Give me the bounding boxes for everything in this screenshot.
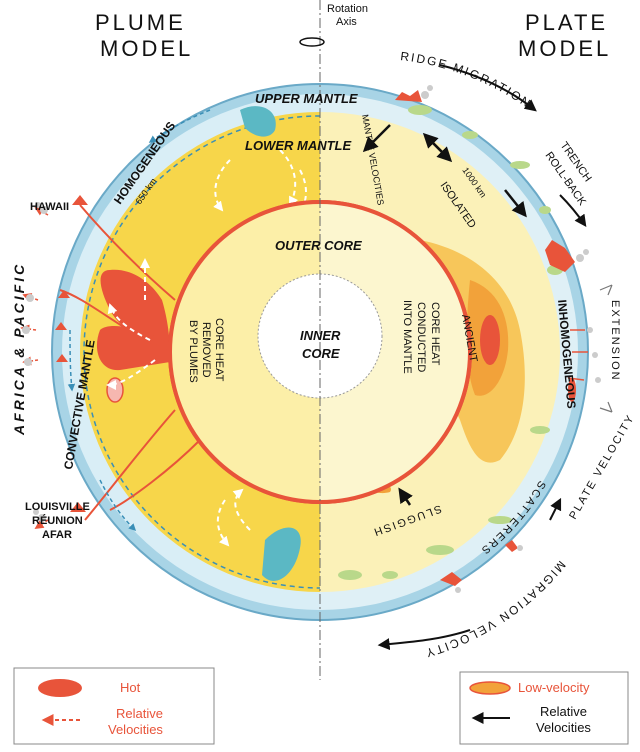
reunion-label: RÉUNION bbox=[32, 514, 83, 527]
slab-upper bbox=[240, 106, 276, 137]
inner-core-label-1: INNER bbox=[300, 328, 341, 343]
superplume-shape bbox=[100, 269, 170, 352]
legend-left-relative-2: Velocities bbox=[108, 722, 163, 737]
core-heat-left-3: BY PLUMES bbox=[187, 320, 199, 383]
trench-feature bbox=[545, 240, 575, 272]
africa-pacific-label: AFRICA & PACIFIC bbox=[11, 262, 27, 436]
rotation-arrow-icon bbox=[299, 37, 325, 47]
hawaii-label: HAWAII bbox=[30, 201, 69, 213]
core-heat-right-2: CONDUCTED bbox=[415, 302, 427, 372]
plume-title-2: MODEL bbox=[100, 36, 193, 61]
plume-title-1: PLUME bbox=[95, 10, 186, 35]
slab-lower bbox=[262, 527, 301, 581]
plate-title-2: MODEL bbox=[518, 36, 611, 61]
legend-left-relative-1: Relative bbox=[116, 706, 163, 721]
core-heat-right-1: CORE HEAT bbox=[429, 302, 441, 366]
legend-right-relative-2: Velocities bbox=[536, 720, 591, 735]
low-velocity-swatch bbox=[469, 681, 511, 695]
ridge-feature bbox=[395, 90, 422, 102]
plate-title-1: PLATE bbox=[525, 10, 608, 35]
legend-low-velocity-label: Low-velocity bbox=[518, 680, 590, 695]
core-heat-right-3: INTO MANTLE bbox=[401, 300, 413, 374]
legend-right-relative-1: Relative bbox=[540, 704, 587, 719]
outer-core-label: OUTER CORE bbox=[275, 238, 362, 253]
core-heat-left-2: REMOVED bbox=[200, 322, 212, 378]
upper-mantle-label: UPPER MANTLE bbox=[255, 91, 358, 106]
legend-hot-label: Hot bbox=[120, 680, 141, 695]
inner-core-label-2: CORE bbox=[302, 346, 340, 361]
hot-swatch bbox=[38, 679, 82, 697]
lower-mantle-label: LOWER MANTLE bbox=[245, 138, 351, 153]
axis-label-1: Rotation bbox=[327, 3, 368, 15]
legend-right bbox=[459, 671, 629, 745]
extension-label: EXTENSION bbox=[609, 300, 621, 382]
louisville-label: LOUISVILLE bbox=[25, 501, 90, 513]
afar-label: AFAR bbox=[42, 529, 72, 541]
core-heat-left-1: CORE HEAT bbox=[213, 318, 225, 382]
axis-label-2: Axis bbox=[336, 16, 357, 28]
